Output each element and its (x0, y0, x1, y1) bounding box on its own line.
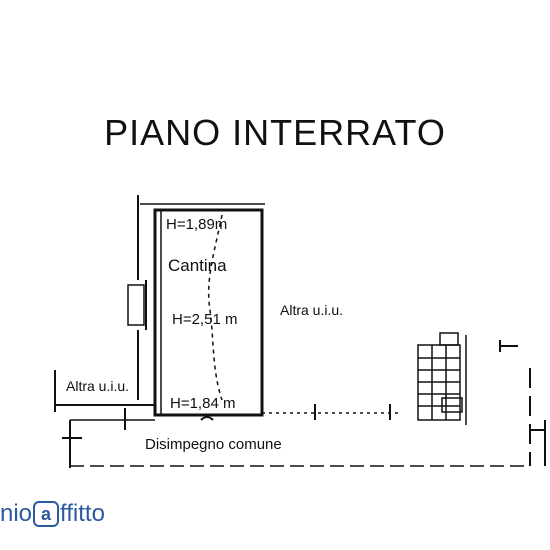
room-height-mid: H=2,51 m (172, 311, 238, 328)
neighbour-unit-right-label: Altra u.i.u. (280, 302, 344, 318)
logo-prefix: nio (0, 500, 33, 527)
door-symbol (200, 416, 214, 421)
corridor-label: Disimpegno comune (145, 436, 282, 453)
cellar-dashed-profile (207, 214, 223, 401)
watermark-logo: nio a ffitto (0, 498, 105, 530)
room-name: Cantina (168, 256, 227, 275)
floor-title: PIANO INTERRATO (104, 112, 446, 153)
room-height-top: H=1,89m (166, 216, 228, 233)
cellar-room-outline (153, 208, 264, 417)
room-height-bottom: H=1,84 m (170, 395, 236, 412)
logo-mark-icon: a (33, 501, 60, 527)
left-wall-pillar (127, 284, 145, 326)
stair-block (417, 332, 467, 425)
neighbour-unit-left-label: Altra u.i.u. (66, 378, 130, 394)
logo-suffix: ffitto (60, 500, 105, 527)
